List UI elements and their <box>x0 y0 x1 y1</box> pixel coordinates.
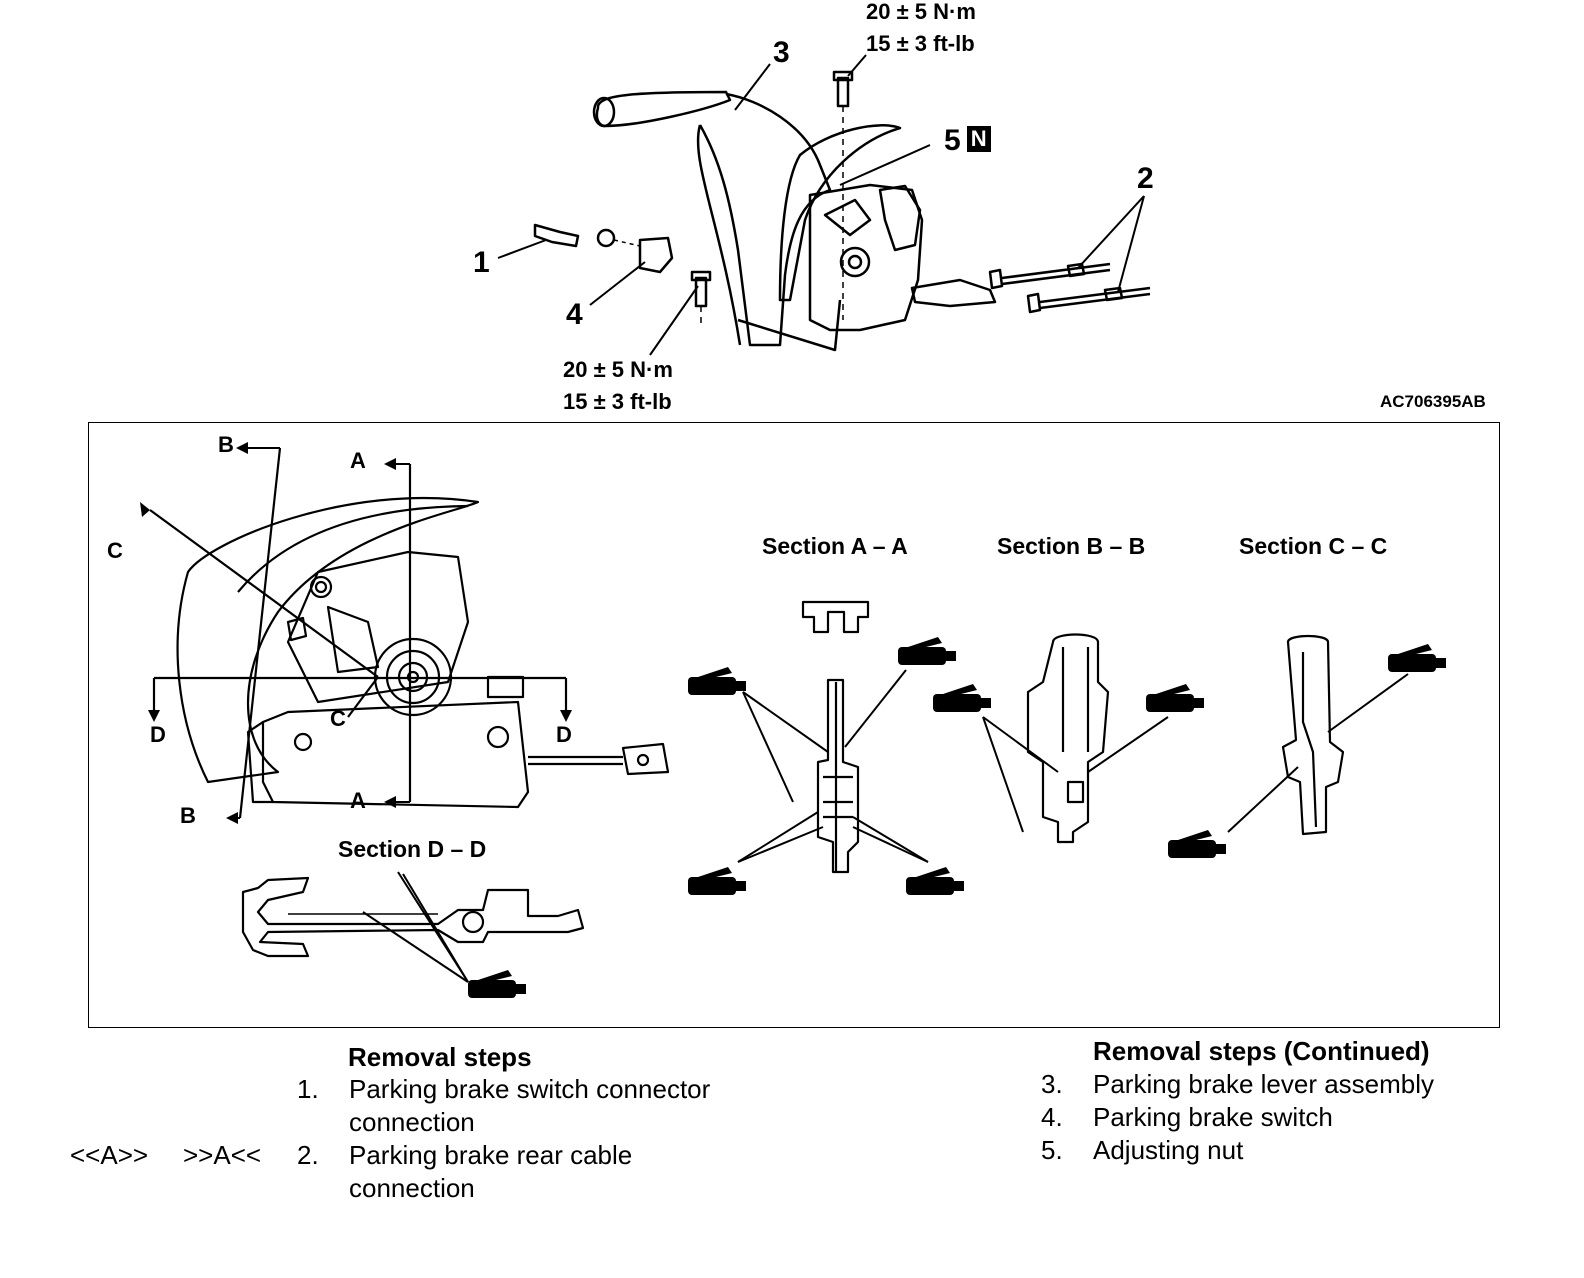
ratchet-sector <box>778 124 902 302</box>
step-text: Parking brake switch <box>1093 1102 1333 1132</box>
grease-icon <box>688 667 746 695</box>
section-bb-title: Section B – B <box>997 533 1146 559</box>
lever-arm <box>698 92 832 347</box>
section-aa-clip <box>801 600 870 634</box>
parking-brake-switch <box>638 236 674 274</box>
cable-clevis <box>621 742 670 776</box>
section-cc-title: Section C – C <box>1239 533 1388 559</box>
grease-icon <box>1168 830 1226 858</box>
section-dd-title: Section D – D <box>338 836 487 862</box>
procedure-ref-a-install: >>A<< <box>183 1140 262 1170</box>
marker-b-top: B <box>218 432 234 457</box>
torque-top-metric: 20 ± 5 N·m <box>866 0 976 24</box>
callout-4: 4 <box>566 298 583 331</box>
marker-c-center: C <box>330 706 346 731</box>
torque-top-imperial: 15 ± 3 ft-lb <box>866 31 975 56</box>
section-bb-housing <box>1026 633 1110 844</box>
step-number: 3. <box>1041 1069 1063 1099</box>
grease-icon <box>468 970 526 998</box>
marker-c-left: C <box>107 538 123 563</box>
step-number: 5. <box>1041 1135 1063 1165</box>
callout-1: 1 <box>473 246 490 279</box>
torque-bottom-metric: 20 ± 5 N·m <box>563 357 673 382</box>
step-number: 1. <box>297 1074 319 1104</box>
step-text: Parking brake lever assembly <box>1093 1069 1435 1099</box>
lever-handle <box>595 90 732 128</box>
switch-connector <box>533 223 580 248</box>
detail-panel <box>88 422 1500 1028</box>
step-text: Parking brake rear cable connection <box>349 1140 633 1203</box>
exploded-view-diagram <box>497 54 1151 356</box>
torque-spec-top: 20 ± 5 N·m 15 ± 3 ft-lb <box>866 0 976 60</box>
step-text: Adjusting nut <box>1093 1135 1244 1165</box>
grease-icon <box>906 867 964 895</box>
section-dd-profile <box>241 876 585 958</box>
callout-3: 3 <box>773 36 790 69</box>
marker-a-top: A <box>350 448 366 473</box>
marker-d-left: D <box>150 722 166 747</box>
new-part-badge: N <box>966 126 991 152</box>
sector-arc <box>176 497 480 784</box>
removal-steps-heading: Removal steps <box>348 1042 532 1072</box>
grease-icon-group <box>468 637 1446 998</box>
marker-b-bottom: B <box>180 803 196 828</box>
grease-icon <box>933 684 991 712</box>
bracket-plate <box>261 700 530 809</box>
grease-icon <box>898 637 956 665</box>
section-aa-title: Section A – A <box>762 533 908 559</box>
callout-2: 2 <box>1137 162 1154 195</box>
figure-code: AC706395AB <box>1380 392 1486 411</box>
section-views-diagram <box>140 442 1446 998</box>
marker-d-right: D <box>556 722 572 747</box>
section-cc-housing <box>1281 634 1345 836</box>
grease-icon <box>1388 644 1446 672</box>
torque-spec-bottom: 20 ± 5 N·m 15 ± 3 ft-lb <box>563 354 673 418</box>
rear-cable-lower <box>1026 292 1042 314</box>
step-number: 2. <box>297 1140 319 1170</box>
torque-bottom-imperial: 15 ± 3 ft-lb <box>563 389 672 414</box>
step-text: Parking brake switch connector connectio… <box>349 1074 711 1137</box>
bolt-bottom <box>694 276 708 308</box>
grease-icon <box>688 867 746 895</box>
grease-icon <box>1146 684 1204 712</box>
step-number: 4. <box>1041 1102 1063 1132</box>
marker-a-bottom: A <box>350 788 366 813</box>
removal-steps-continued-heading: Removal steps (Continued) <box>1093 1036 1430 1066</box>
rear-cable-upper <box>988 268 1004 290</box>
procedure-ref-a-removal: <<A>> <box>70 1140 149 1170</box>
lever-bracket <box>808 183 924 332</box>
section-aa-shaft <box>816 678 860 874</box>
bolt-top <box>836 76 850 108</box>
